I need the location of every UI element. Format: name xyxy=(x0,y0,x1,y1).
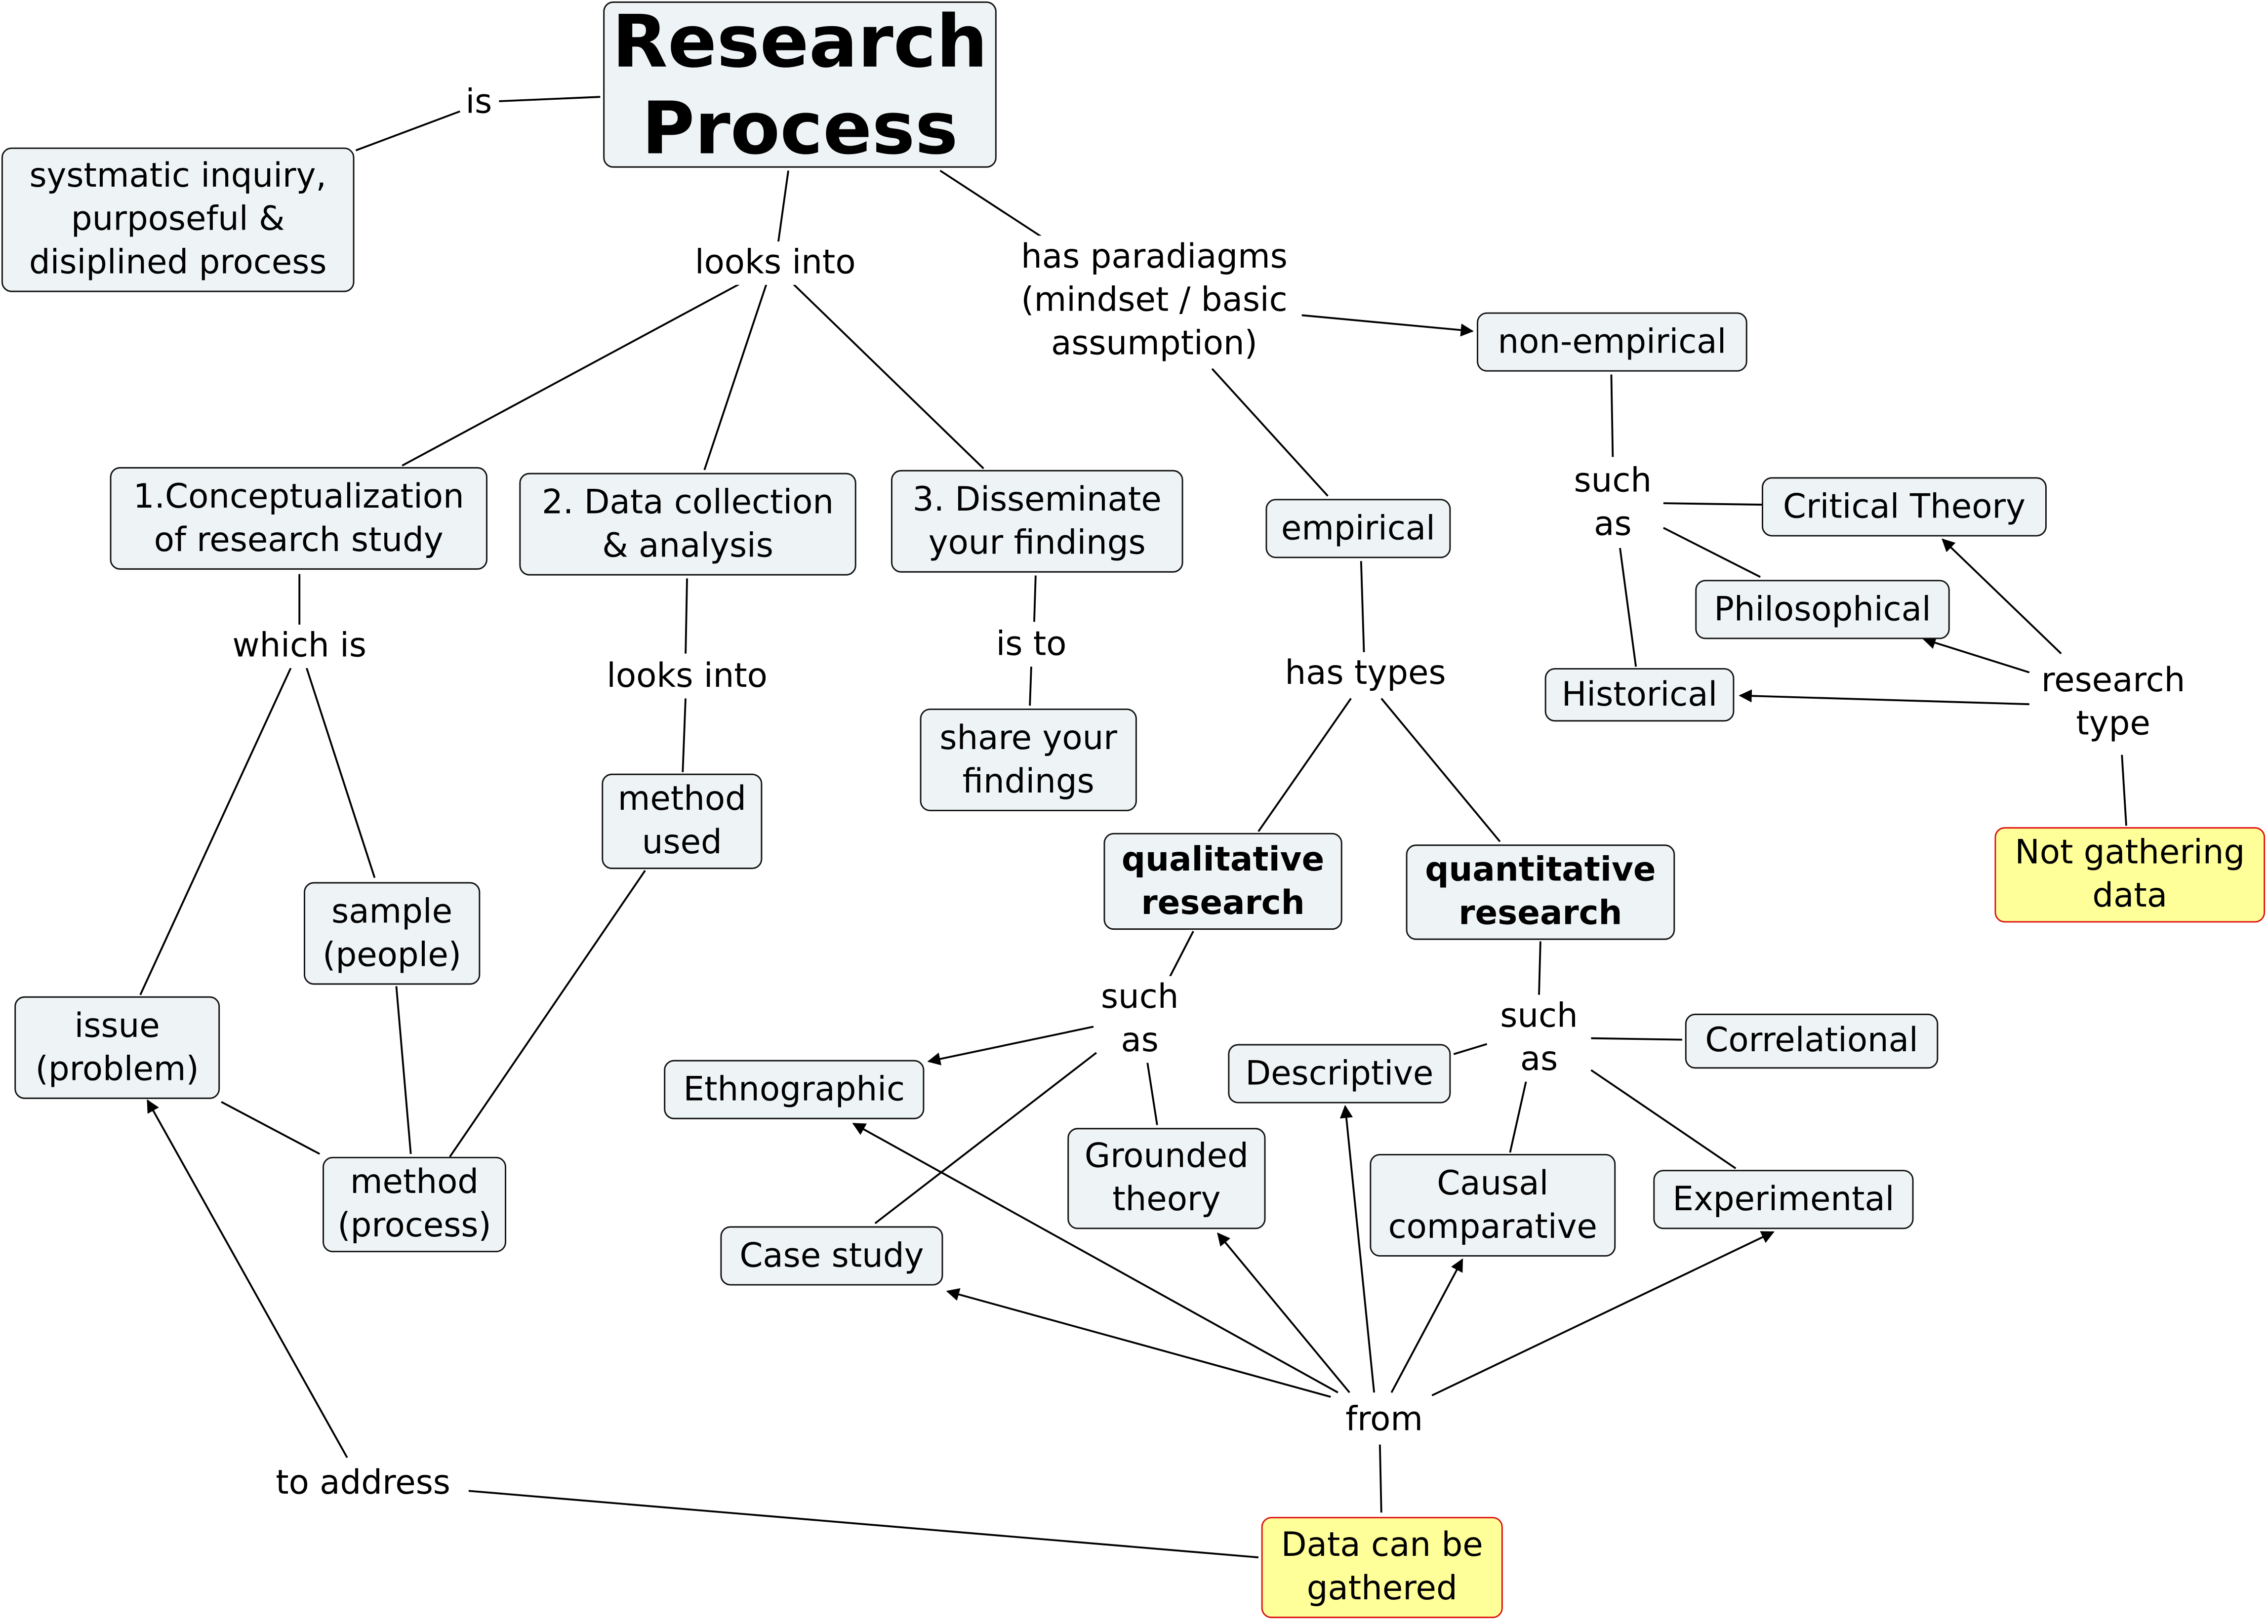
link-line xyxy=(927,1026,1094,1066)
node-data-can-be-gathered[interactable]: Data can be gathered xyxy=(1261,1517,1503,1619)
link-line xyxy=(221,1101,321,1155)
link-line xyxy=(1339,1105,1376,1393)
link-line xyxy=(139,668,292,995)
link-line xyxy=(1591,1037,1682,1041)
node-philosophical[interactable]: Philosophical xyxy=(1695,580,1950,639)
link-line xyxy=(1211,368,1329,497)
link-line xyxy=(1619,548,1637,667)
node-method-used[interactable]: method used xyxy=(602,773,763,870)
link-line xyxy=(1453,1043,1488,1055)
link-label-is-to: is to xyxy=(993,623,1070,667)
link-line xyxy=(1739,689,2029,706)
link-line xyxy=(449,870,646,1157)
link-line xyxy=(703,283,768,471)
link-line xyxy=(1217,1232,1350,1393)
link-label-which-is: which is xyxy=(229,625,369,668)
link-label-has-types: has types xyxy=(1282,652,1449,696)
link-label-looks-into: looks into xyxy=(692,241,859,285)
link-line xyxy=(1922,636,2030,673)
node-historical[interactable]: Historical xyxy=(1544,668,1735,722)
link-line xyxy=(777,170,789,243)
link-line xyxy=(1033,575,1037,622)
link-line xyxy=(1029,665,1032,706)
link-line xyxy=(2121,754,2127,826)
link-line xyxy=(1360,561,1365,654)
node-case-study[interactable]: Case study xyxy=(720,1226,943,1286)
node-sample[interactable]: sample (people) xyxy=(303,882,481,985)
link-line xyxy=(1431,1231,1775,1396)
node-method-process[interactable]: method (process) xyxy=(323,1156,506,1253)
link-label-to-address: to address xyxy=(273,1462,453,1505)
node-ethnographic[interactable]: Ethnographic xyxy=(664,1060,925,1119)
link-line xyxy=(1168,931,1194,980)
link-line xyxy=(874,1052,1097,1225)
link-line xyxy=(685,578,688,654)
link-line xyxy=(402,282,741,467)
link-label-research-type: research type xyxy=(2038,659,2188,747)
node-non-empirical[interactable]: non-empirical xyxy=(1477,312,1747,372)
link-line xyxy=(1380,698,1501,842)
node-correlational[interactable]: Correlational xyxy=(1685,1013,1939,1069)
link-line xyxy=(1257,698,1352,832)
node-conceptualization[interactable]: 1.Conceptualization of research study xyxy=(110,467,487,570)
link-line xyxy=(1610,374,1614,457)
link-label-such-as-quantitative: such as xyxy=(1497,994,1581,1082)
link-line xyxy=(1663,502,1762,506)
node-issue[interactable]: issue (problem) xyxy=(14,996,220,1099)
link-label-from: from xyxy=(1342,1398,1426,1442)
link-line xyxy=(1390,1258,1463,1393)
link-line xyxy=(395,986,412,1154)
node-data-collection[interactable]: 2. Data collection & analysis xyxy=(519,473,856,576)
node-quantitative-research[interactable]: quantitative research xyxy=(1406,844,1675,940)
link-line xyxy=(852,1122,1338,1393)
link-line xyxy=(1942,538,2062,655)
link-line xyxy=(1378,1444,1382,1513)
node-research-process[interactable]: Research Process xyxy=(603,0,997,170)
link-line xyxy=(1509,1081,1527,1153)
link-line xyxy=(1590,1069,1737,1169)
link-line xyxy=(946,1288,1331,1398)
node-descriptive[interactable]: Descriptive xyxy=(1228,1044,1451,1104)
node-qualitative-research[interactable]: qualitative research xyxy=(1103,832,1342,930)
node-share-findings[interactable]: share your findings xyxy=(920,708,1137,811)
link-label-looks-into-data: looks into xyxy=(604,655,770,699)
link-line xyxy=(682,697,687,772)
link-label-is: is xyxy=(462,80,495,124)
link-label-has-paradigms: has paradiagms (mindset / basic assumpti… xyxy=(1018,236,1291,366)
link-line xyxy=(468,1490,1259,1558)
node-causal-comparative[interactable]: Causal comparative xyxy=(1370,1153,1616,1257)
node-empirical[interactable]: empirical xyxy=(1265,499,1451,558)
node-not-gathering-data[interactable]: Not gathering data xyxy=(1994,827,2266,923)
link-line xyxy=(1662,527,1761,578)
link-line xyxy=(1538,941,1541,995)
node-critical-theory[interactable]: Critical Theory xyxy=(1761,477,2047,537)
link-line xyxy=(355,110,460,152)
node-disseminate[interactable]: 3. Disseminate your findings xyxy=(891,470,1183,573)
link-line xyxy=(147,1099,348,1458)
link-label-such-as-nonempirical: such as xyxy=(1571,460,1655,547)
link-label-such-as-qualitative: such as xyxy=(1098,976,1182,1063)
node-grounded-theory[interactable]: Grounded theory xyxy=(1067,1128,1266,1229)
link-line xyxy=(939,169,1045,239)
link-line xyxy=(792,282,984,470)
node-definition[interactable]: systmatic inquiry, purposeful & disiplin… xyxy=(1,147,355,292)
link-line xyxy=(499,96,601,102)
node-experimental[interactable]: Experimental xyxy=(1653,1170,1914,1229)
link-line xyxy=(1146,1060,1158,1125)
link-line xyxy=(306,668,376,878)
link-line xyxy=(1301,314,1474,337)
